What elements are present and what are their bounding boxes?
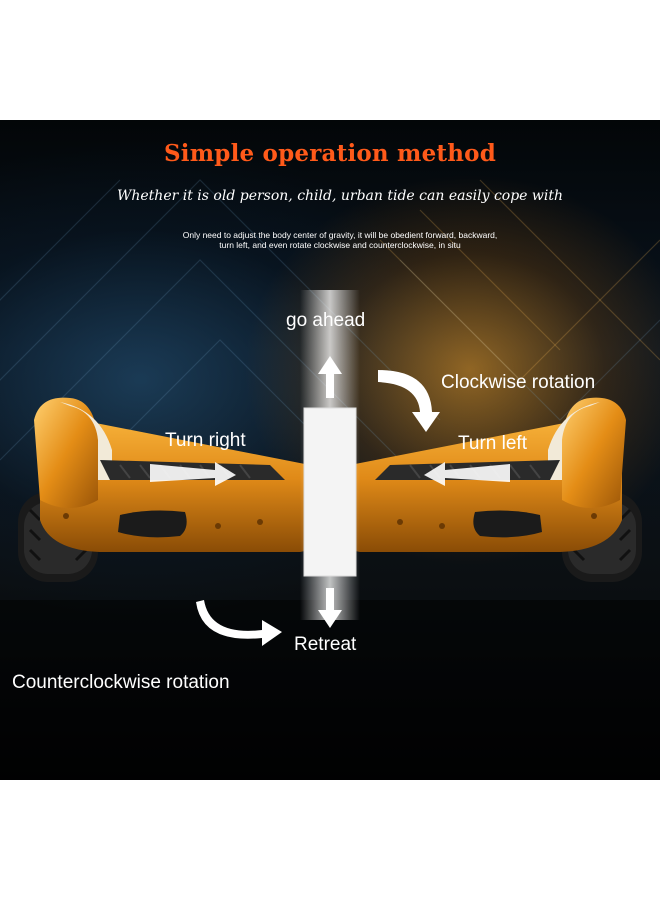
label-turn-right: Turn right [165, 430, 246, 451]
up-arrow-icon [318, 356, 342, 398]
label-retreat: Retreat [294, 634, 357, 655]
left-arrow-icon [424, 462, 510, 486]
subtitle: Whether it is old person, child, urban t… [116, 188, 564, 204]
description-line-1: Only need to adjust the body center of g… [182, 230, 498, 240]
down-arrow-icon [318, 588, 342, 628]
label-counterclockwise: Counterclockwise rotation [12, 672, 230, 693]
label-go-ahead: go ahead [286, 310, 366, 331]
counterclockwise-arrow-icon [196, 600, 282, 646]
label-clockwise: Clockwise rotation [441, 372, 596, 393]
description: Only need to adjust the body center of g… [140, 230, 540, 250]
clockwise-arrow-icon [378, 370, 440, 432]
label-turn-left: Turn left [458, 433, 527, 454]
right-arrow-icon [150, 462, 236, 486]
description-line-2: turn left, and even rotate clockwise and… [219, 240, 461, 250]
background-decor [0, 179, 660, 780]
hoverboard-illustration [18, 290, 642, 646]
page-title: Simple operation method [164, 140, 496, 167]
product-image-panel: Simple operation method Whether it is ol… [0, 120, 660, 780]
